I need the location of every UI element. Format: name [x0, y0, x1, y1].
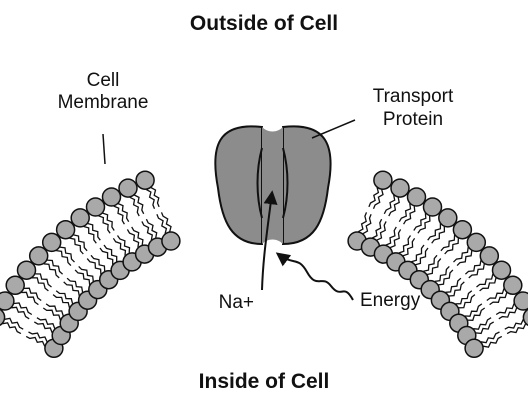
lipid-tail	[390, 229, 401, 247]
lipid-tail	[507, 324, 525, 334]
transport-protein	[215, 126, 330, 244]
lipid-head	[408, 188, 426, 206]
lipid-tail	[56, 251, 71, 266]
lipid-tail	[70, 238, 84, 254]
energy-squiggle-icon	[278, 254, 353, 300]
energy-label: Energy	[360, 290, 421, 311]
lipid-tail	[363, 214, 371, 233]
lipid-tail	[98, 216, 110, 234]
lipid-tail	[21, 292, 38, 304]
lipid-tail	[130, 197, 139, 216]
cell-membrane-label-line1: Cell	[87, 70, 120, 91]
lipid-tail	[423, 255, 437, 271]
protein-leader-line	[312, 120, 355, 138]
lipid-tail	[134, 195, 143, 214]
lipid-tail	[43, 308, 60, 320]
lipid-tail	[84, 227, 97, 244]
lipid-tail	[487, 288, 504, 300]
lipid-head	[453, 221, 471, 239]
lipid-tail	[477, 274, 493, 287]
lipid-tail	[428, 224, 441, 241]
lipid-head	[391, 179, 409, 197]
lipid-tail	[399, 236, 411, 254]
inside-of-cell-title: Inside of Cell	[199, 370, 330, 393]
transport-protein-label-line1: Transport	[373, 86, 454, 107]
lipid-head	[439, 209, 457, 227]
lipid-tail	[64, 282, 80, 296]
lipid-head	[0, 292, 14, 310]
lipid-tail	[146, 190, 154, 209]
lipid-tail	[465, 260, 481, 274]
lipid-head	[18, 261, 36, 279]
lipid-tail	[100, 248, 113, 265]
lipid-head	[465, 339, 483, 357]
lipid-head	[504, 276, 522, 294]
lipid-head	[162, 232, 180, 250]
lipid-head	[87, 198, 105, 216]
lipid-tail	[372, 219, 381, 238]
lipid-head	[30, 247, 48, 265]
lipid-head	[374, 171, 392, 189]
lipid-tail	[37, 318, 55, 329]
lipid-tail	[377, 221, 386, 240]
lipid-head	[6, 276, 24, 294]
lipid-head	[103, 188, 121, 206]
lipid-head	[136, 171, 154, 189]
transport-protein-label-line2: Protein	[383, 109, 443, 130]
lipid-head	[57, 221, 75, 239]
cell-membrane-label-line2: Membrane	[58, 92, 149, 113]
lipid-head	[514, 292, 528, 310]
lipid-tail	[465, 304, 482, 316]
lipid-tail	[53, 295, 69, 308]
lipid-tail	[151, 188, 159, 207]
lipid-head	[523, 308, 528, 326]
lipid-head	[424, 198, 442, 216]
lipid-head	[493, 261, 511, 279]
na-ion-label: Na+	[219, 292, 254, 313]
lipid-head	[119, 179, 137, 197]
membrane-leader-line	[103, 134, 105, 164]
lipid-head	[71, 209, 89, 227]
lipid-tail	[499, 308, 517, 319]
lipid-tail	[29, 332, 48, 342]
lipid-head	[467, 233, 485, 251]
lipid-tail	[435, 266, 450, 281]
lipid-head	[43, 233, 61, 251]
lipid-tail	[358, 212, 366, 231]
lipid-tail	[118, 204, 129, 222]
lipid-head	[480, 247, 498, 265]
outside-of-cell-title: Outside of Cell	[190, 12, 338, 35]
